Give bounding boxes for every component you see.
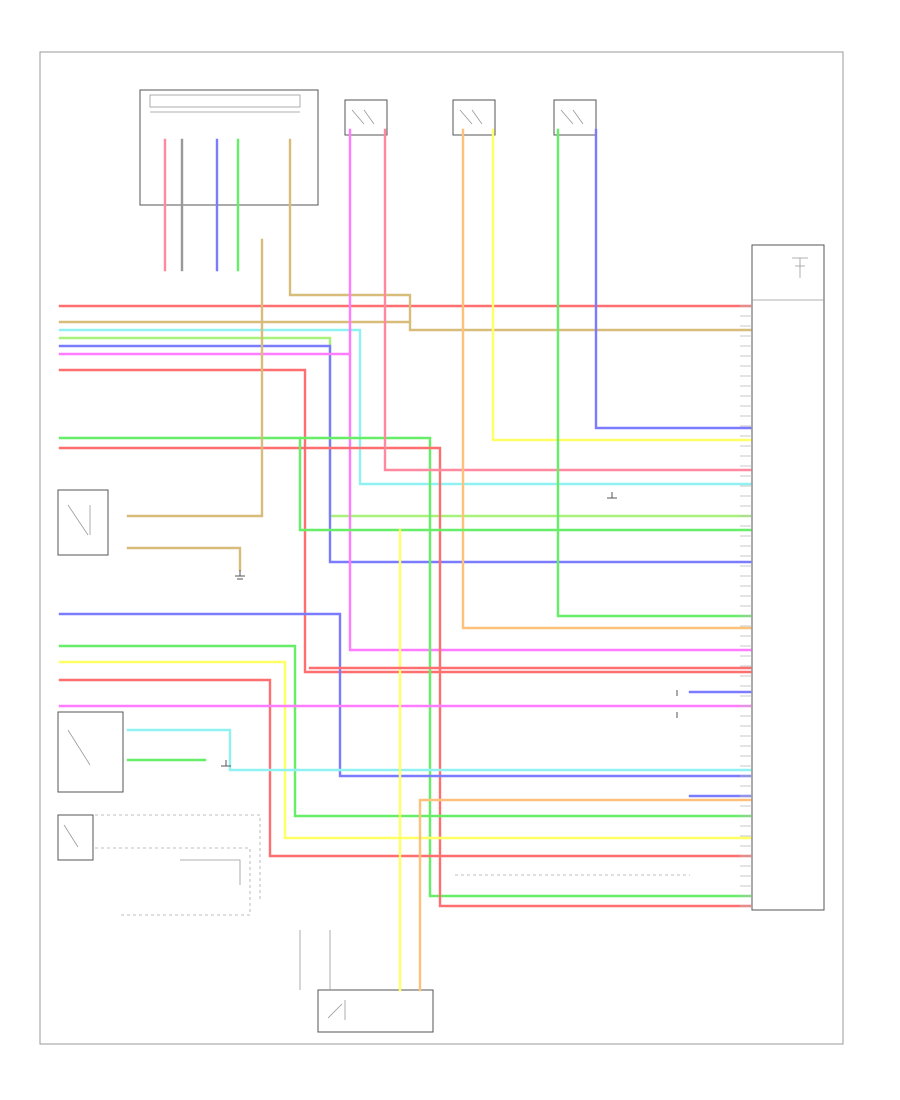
wire-lightblue-15 (126, 728, 752, 772)
wire-tan-2 (58, 320, 752, 332)
left-switch-2 (57, 711, 124, 793)
top-connector-block (139, 89, 319, 206)
aux-wiring (95, 814, 690, 990)
wire-orange-26 (461, 128, 752, 630)
wire-tan-18 (126, 546, 242, 572)
wire-magenta-6 (58, 352, 752, 652)
diagram-frame (39, 51, 844, 1045)
wire-tan-17 (126, 238, 264, 518)
wire-blue-10 (58, 612, 752, 778)
switch-c (553, 99, 597, 136)
right-control-unit (751, 244, 825, 911)
wire-yellow-27 (491, 128, 752, 442)
ground-symbols (221, 492, 678, 767)
bottom-switch (317, 989, 434, 1033)
wire-red-13 (58, 678, 752, 858)
switch-a (344, 99, 388, 136)
wire-green-28 (556, 128, 752, 618)
wire-blue-29 (594, 128, 752, 430)
wire-group (58, 128, 752, 992)
wire-green-30 (298, 436, 752, 532)
wire-lightblue-3 (58, 328, 752, 486)
wire-red-9 (58, 446, 752, 908)
wire-blue-34 (688, 690, 752, 798)
wire-pink-24 (383, 128, 752, 472)
left-switch-1 (57, 489, 109, 556)
left-switch-3 (57, 814, 94, 861)
switch-b (452, 99, 496, 136)
wire-orange-32 (418, 798, 752, 992)
wire-green-11 (58, 644, 752, 818)
connector-pins (740, 305, 752, 907)
wire-blue-5 (58, 344, 752, 564)
wire-yellow-12 (58, 660, 752, 840)
wire-red-7 (58, 368, 752, 674)
